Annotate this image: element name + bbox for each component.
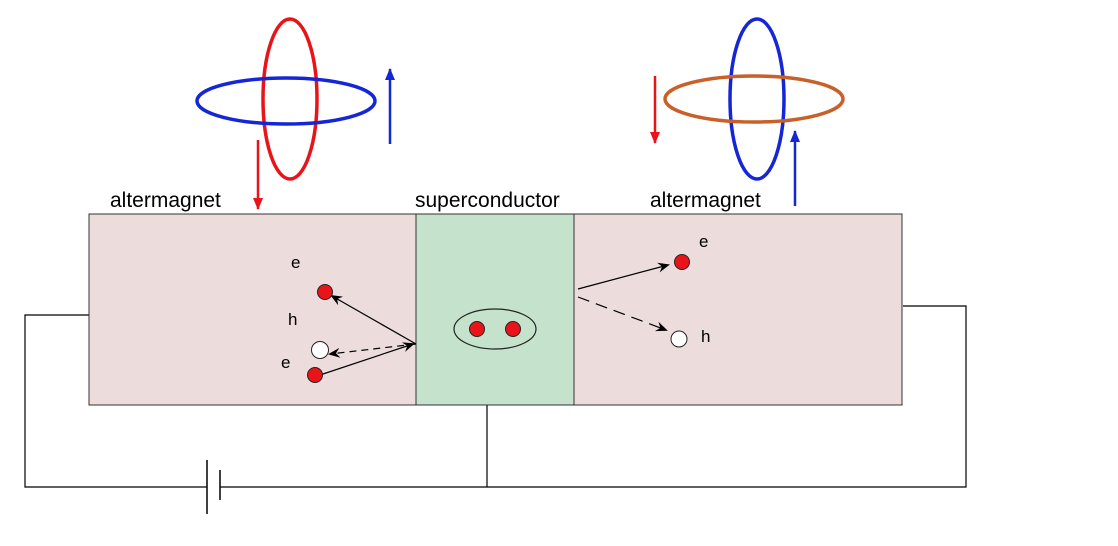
right-electron xyxy=(674,254,690,270)
right-spin-rings-icon xyxy=(650,17,845,206)
right-hole xyxy=(670,330,688,348)
cooper-pair-icon xyxy=(453,308,537,350)
cooper-electron-1 xyxy=(469,321,485,337)
incoming-electron-arrow xyxy=(319,342,415,376)
left-blue-horizontal-ring xyxy=(195,76,377,126)
left-electron-top-label: e xyxy=(291,253,300,272)
superconductor-label: superconductor xyxy=(415,189,560,212)
altermagnet-right-region xyxy=(573,213,903,406)
right-hole-label: h xyxy=(701,327,710,346)
battery-icon xyxy=(206,460,221,514)
left-electron-bottom xyxy=(307,367,323,383)
circuit-wires xyxy=(24,305,967,488)
altermagnet-right-label: altermagnet xyxy=(650,189,761,212)
reflected-hole-arrow xyxy=(328,343,417,358)
left-scattering-arrows xyxy=(319,295,417,376)
right-blue-vertical-ring xyxy=(728,17,786,181)
left-red-vertical-ring xyxy=(261,17,319,181)
reflected-electron-arrow xyxy=(330,295,417,345)
left-electron-bottom-label: e xyxy=(281,353,290,372)
left-spin-rings-icon xyxy=(195,17,395,210)
left-electron-top xyxy=(317,284,333,300)
right-electron-label: e xyxy=(699,232,708,251)
left-hole-label: h xyxy=(288,310,297,329)
transmitted-electron-arrow xyxy=(577,262,670,290)
altermagnet-left-region xyxy=(88,213,417,406)
left-hole xyxy=(311,341,329,359)
transmitted-hole-arrow xyxy=(577,296,668,332)
right-orange-horizontal-ring xyxy=(663,74,845,124)
altermagnet-left-label: altermagnet xyxy=(110,189,221,212)
right-transmission-arrows xyxy=(577,262,670,332)
cooper-electron-2 xyxy=(505,321,521,337)
